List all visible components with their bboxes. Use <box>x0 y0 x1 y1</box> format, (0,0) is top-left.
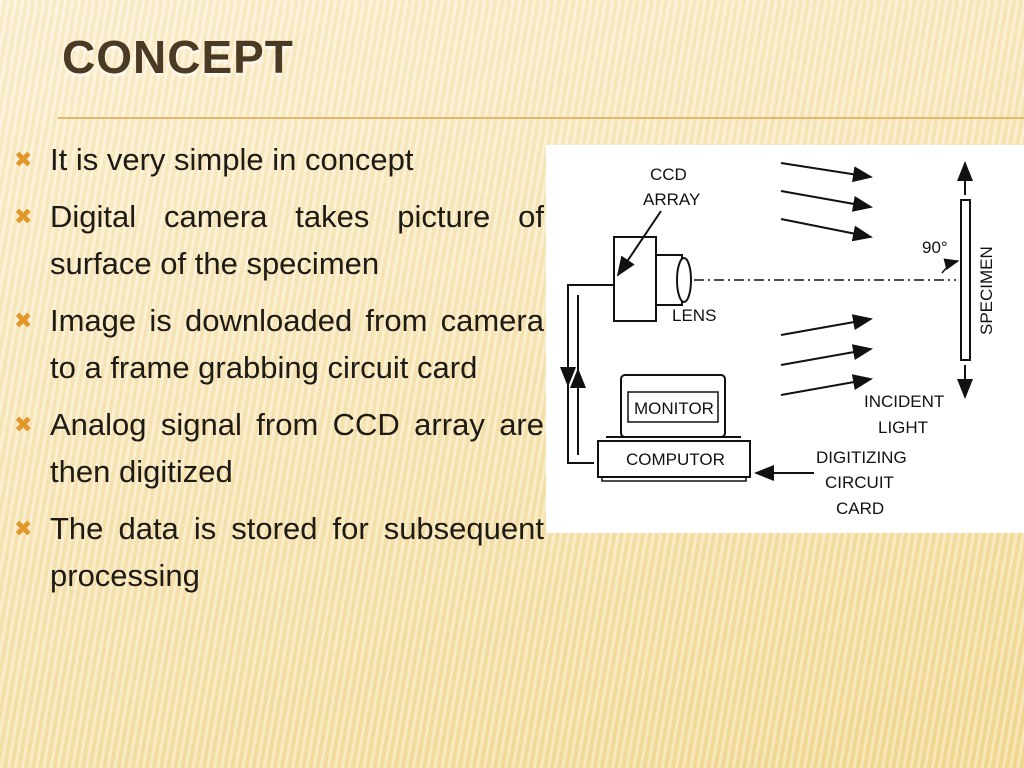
monitor-screen <box>627 391 719 423</box>
x-mark-icon: ✖ <box>14 413 33 438</box>
ccd-label-line1: CCD <box>650 165 687 184</box>
bullet-item: ✖ Digital camera takes picture of surfac… <box>14 193 544 287</box>
bullet-item: ✖ Image is downloaded from camera to a f… <box>14 297 544 391</box>
x-mark-icon: ✖ <box>14 205 33 230</box>
computer-label: COMPUTOR <box>626 450 725 469</box>
bullet-text: Digital camera takes picture of surface … <box>50 199 544 281</box>
setup-diagram: CCD ARRAY LENS SPECIMEN 90° INCIDENT LIG… <box>546 145 1024 533</box>
slide-title: CONCEPT <box>62 31 294 83</box>
bullet-text: The data is stored for subsequent proces… <box>50 511 544 593</box>
title-divider <box>58 117 1024 119</box>
bullet-item: ✖ The data is stored for subsequent proc… <box>14 505 544 599</box>
light-ray-arrow <box>780 190 873 212</box>
x-mark-icon: ✖ <box>14 517 33 542</box>
ccd-pointer-arrow <box>616 210 662 277</box>
digitizing-label-line2: CIRCUIT <box>825 473 894 492</box>
light-ray-arrow <box>780 314 873 336</box>
bullet-list: ✖ It is very simple in concept ✖ Digital… <box>14 136 544 609</box>
light-ray-arrow <box>780 218 873 242</box>
specimen-plate <box>960 199 971 361</box>
bullet-text: It is very simple in concept <box>50 142 414 177</box>
bullet-item: ✖ Analog signal from CCD array are then … <box>14 401 544 495</box>
lens-label: LENS <box>672 306 716 325</box>
computer-base <box>601 476 747 482</box>
x-mark-icon: ✖ <box>14 309 33 334</box>
light-ray-arrow <box>780 162 873 183</box>
angle-arc <box>941 258 960 274</box>
specimen-label: SPECIMEN <box>977 246 996 335</box>
lens-shape <box>676 257 692 303</box>
digitizing-label-line1: DIGITIZING <box>816 448 907 467</box>
light-ray-arrow <box>780 344 873 366</box>
monitor-label: MONITOR <box>634 399 714 418</box>
ccd-label-line2: ARRAY <box>643 190 700 209</box>
bullet-item: ✖ It is very simple in concept <box>14 136 544 183</box>
light-ray-arrow <box>780 374 873 396</box>
bullet-text: Image is downloaded from camera to a fra… <box>50 303 544 385</box>
digitizing-label-line3: CARD <box>836 499 884 518</box>
bullet-text: Analog signal from CCD array are then di… <box>50 407 544 489</box>
incident-label-line1: INCIDENT <box>864 392 944 411</box>
incident-label-line2: LIGHT <box>878 418 928 437</box>
x-mark-icon: ✖ <box>14 148 33 173</box>
angle-label: 90° <box>922 238 948 257</box>
